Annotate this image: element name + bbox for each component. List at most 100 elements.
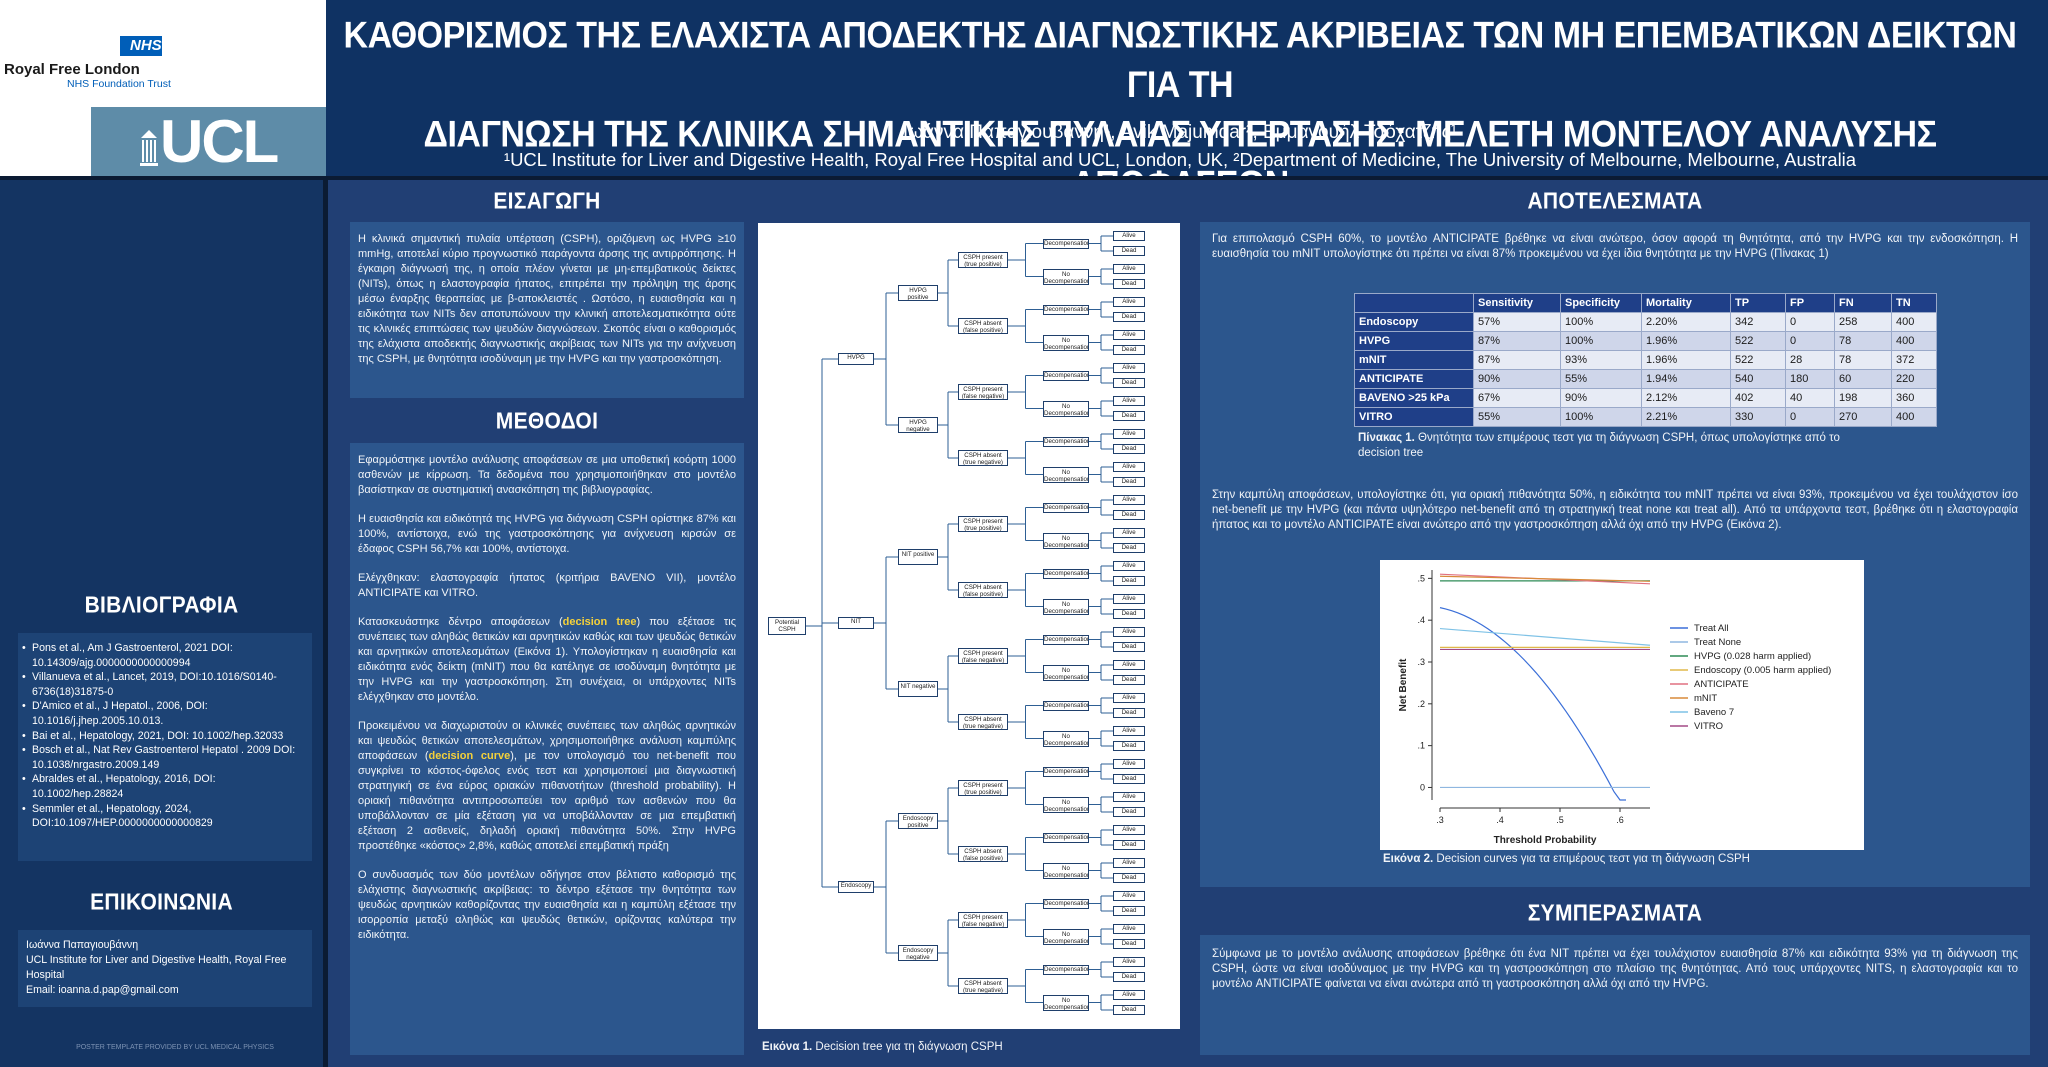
- intro-text: Η κλινικά σημαντική πυλαία υπέρταση (CSP…: [358, 233, 736, 365]
- nhs-trust-name: NHS Foundation Trust: [67, 78, 171, 90]
- table-cell: 2.20%: [1641, 312, 1731, 332]
- no-decompensation-node: No Decompensation: [1043, 928, 1089, 945]
- no-decompensation-node: No Decompensation: [1043, 532, 1089, 549]
- references-list: Pons et al., Am J Gastroenterol, 2021 DO…: [18, 641, 312, 831]
- divider-vertical: [323, 176, 328, 1067]
- y-tick-label: .1: [1417, 741, 1425, 751]
- csph-status-node: CSPH absent (true negative): [958, 978, 1008, 994]
- table-cell: 87%: [1473, 350, 1561, 370]
- outcome-alive: Alive: [1113, 561, 1145, 571]
- outcome-dead: Dead: [1113, 807, 1145, 817]
- outcome-dead: Dead: [1113, 411, 1145, 421]
- decompensation-node: Decompensation: [1043, 832, 1089, 843]
- table-cell: 100%: [1560, 312, 1642, 332]
- outcome-dead: Dead: [1113, 378, 1145, 388]
- reference-item: Abraldes et al., Hepatology, 2016, DOI: …: [22, 772, 304, 801]
- table1-caption: Πίνακας 1. Θνητότητα των επιμέρους τεστ …: [1358, 431, 1868, 461]
- legend-label: mNIT: [1694, 693, 1717, 704]
- table-row-label: mNIT: [1354, 350, 1474, 370]
- outcome-alive: Alive: [1113, 792, 1145, 802]
- table-cell: 258: [1834, 312, 1892, 332]
- outcome-alive: Alive: [1113, 231, 1145, 241]
- contact-box: Ιωάννα Παπαγιουβάννη UCL Institute for L…: [18, 930, 312, 1007]
- csph-status-node: CSPH absent (true negative): [958, 714, 1008, 730]
- csph-status-node: CSPH present (true positive): [958, 780, 1008, 796]
- table-cell: 78: [1834, 331, 1892, 351]
- table-cell: 90%: [1560, 388, 1642, 408]
- outcome-alive: Alive: [1113, 396, 1145, 406]
- table-cell: 400: [1891, 407, 1937, 427]
- table-cell: 28: [1785, 350, 1835, 370]
- methods-box: Εφαρμόστηκε μοντέλο ανάλυσης αποφάσεων σ…: [350, 443, 744, 1055]
- table-header-cell: [1354, 293, 1474, 313]
- outcome-dead: Dead: [1113, 741, 1145, 751]
- test-result-node: Endoscopy negative: [898, 945, 938, 961]
- table-cell: 522: [1730, 331, 1786, 351]
- test-node: NIT: [838, 617, 874, 629]
- table-row-label: BAVENO >25 kPa: [1354, 388, 1474, 408]
- csph-status-node: CSPH present (true positive): [958, 252, 1008, 268]
- figure1-caption-label: Εικόνα 1.: [762, 1041, 813, 1053]
- contact-email[interactable]: Email: ioanna.d.pap@gmail.com: [26, 984, 179, 996]
- outcome-alive: Alive: [1113, 462, 1145, 472]
- outcome-dead: Dead: [1113, 510, 1145, 520]
- outcome-alive: Alive: [1113, 957, 1145, 967]
- table-cell: 0: [1785, 312, 1835, 332]
- outcome-dead: Dead: [1113, 774, 1145, 784]
- csph-status-node: CSPH absent (false positive): [958, 582, 1008, 598]
- test-result-node: HVPG negative: [898, 417, 938, 433]
- decision-curve-highlight: decision curve: [428, 750, 511, 762]
- nhs-org-name: Royal Free London: [4, 61, 140, 78]
- outcome-alive: Alive: [1113, 495, 1145, 505]
- y-tick-label: 0: [1420, 782, 1425, 792]
- x-tick-label: .6: [1616, 815, 1624, 825]
- table-cell: 57%: [1473, 312, 1561, 332]
- outcome-dead: Dead: [1113, 906, 1145, 916]
- table-header-cell: TN: [1891, 293, 1937, 313]
- outcome-alive: Alive: [1113, 528, 1145, 538]
- y-tick-label: .3: [1417, 657, 1425, 667]
- csph-status-node: CSPH present (true positive): [958, 516, 1008, 532]
- table-cell: 1.96%: [1641, 331, 1731, 351]
- figure1-caption: Εικόνα 1. Decision tree για τη διάγνωση …: [762, 1040, 1003, 1055]
- decompensation-node: Decompensation: [1043, 502, 1089, 513]
- table1-caption-label: Πίνακας 1.: [1358, 432, 1415, 444]
- contact-heading: ΕΠΙΚΟΙΝΩΝΙΑ: [90, 889, 233, 916]
- table-header-cell: TP: [1730, 293, 1786, 313]
- template-credit: POSTER TEMPLATE PROVIDED BY UCL MEDICAL …: [76, 1044, 274, 1051]
- no-decompensation-node: No Decompensation: [1043, 664, 1089, 681]
- table-cell: 372: [1891, 350, 1937, 370]
- reference-item: Bosch et al., Nat Rev Gastroenterol Hepa…: [22, 743, 304, 772]
- header-band: [326, 0, 2048, 176]
- outcome-dead: Dead: [1113, 543, 1145, 553]
- table-cell: 100%: [1560, 407, 1642, 427]
- table-cell: 67%: [1473, 388, 1561, 408]
- table-cell: 1.94%: [1641, 369, 1731, 389]
- legend-label: Treat All: [1694, 623, 1729, 634]
- legend-label: Endoscopy (0.005 harm applied): [1694, 665, 1831, 676]
- csph-status-node: CSPH present (false negative): [958, 384, 1008, 400]
- table-cell: 270: [1834, 407, 1892, 427]
- no-decompensation-node: No Decompensation: [1043, 466, 1089, 483]
- outcome-alive: Alive: [1113, 297, 1145, 307]
- table-header-cell: Sensitivity: [1473, 293, 1561, 313]
- test-result-node: HVPG positive: [898, 285, 938, 301]
- reference-item: Pons et al., Am J Gastroenterol, 2021 DO…: [22, 641, 304, 670]
- affiliations: ¹UCL Institute for Liver and Digestive H…: [503, 149, 1857, 170]
- methods-heading: ΜΕΘΟΔΟΙ: [495, 408, 599, 435]
- csph-status-node: CSPH absent (true negative): [958, 450, 1008, 466]
- decompensation-node: Decompensation: [1043, 700, 1089, 711]
- table-cell: 2.12%: [1641, 388, 1731, 408]
- outcome-alive: Alive: [1113, 726, 1145, 736]
- decision-tree-lines: [806, 235, 1113, 1011]
- y-tick-label: .5: [1417, 573, 1425, 583]
- conclusions-box: Σύμφωνα με το μοντέλο ανάλυσης αποφάσεων…: [1200, 935, 2030, 1055]
- table-cell: 400: [1891, 331, 1937, 351]
- table-cell: 540: [1730, 369, 1786, 389]
- table-cell: 330: [1730, 407, 1786, 427]
- table-cell: 360: [1891, 388, 1937, 408]
